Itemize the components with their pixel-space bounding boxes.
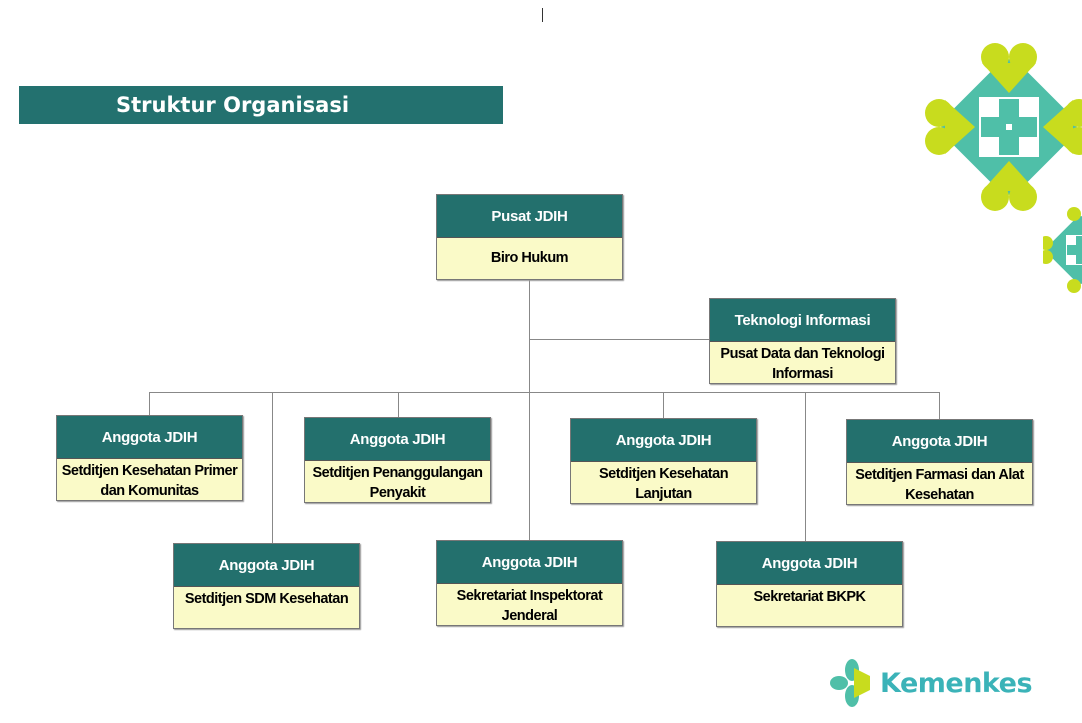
box-body: Setditjen SDM Kesehatan — [174, 586, 359, 628]
box-body: Setditjen Kesehatan Lanjutan — [571, 461, 756, 503]
box-body: Pusat Data dan Teknologi Informasi — [710, 341, 895, 383]
kemenkes-ornament-icon — [925, 43, 1082, 211]
box-header: Anggota JDIH — [717, 542, 902, 584]
box-header: Anggota JDIH — [437, 541, 622, 583]
org-box-member: Anggota JDIH Sekretariat BKPK — [716, 541, 903, 627]
connector-line — [805, 392, 806, 541]
box-header: Teknologi Informasi — [710, 299, 895, 341]
connector-line — [149, 392, 939, 393]
connector-line — [149, 392, 150, 415]
box-body: Biro Hukum — [437, 237, 622, 279]
org-box-member: Anggota JDIH Setditjen Kesehatan Lanjuta… — [570, 418, 757, 504]
box-header: Pusat JDIH — [437, 195, 622, 237]
box-body: Sekretariat BKPK — [717, 584, 902, 626]
connector-line — [529, 339, 709, 340]
box-body: Setditjen Farmasi dan Alat Kesehatan — [847, 462, 1032, 504]
connector-line — [663, 392, 664, 418]
box-header: Anggota JDIH — [174, 544, 359, 586]
box-header: Anggota JDIH — [847, 420, 1032, 462]
org-box-member: Anggota JDIH Setditjen SDM Kesehatan — [173, 543, 360, 629]
box-body: Setditjen Kesehatan Primer dan Komunitas — [57, 458, 242, 500]
kemenkes-ornament-small-icon — [1043, 207, 1082, 293]
kemenkes-logo: Kemenkes — [830, 658, 1033, 708]
connector-line — [272, 392, 273, 543]
connector-line — [398, 392, 399, 417]
box-header: Anggota JDIH — [305, 418, 490, 460]
org-box-member: Anggota JDIH Setditjen Farmasi dan Alat … — [846, 419, 1033, 505]
org-box-member: Anggota JDIH Setditjen Kesehatan Primer … — [56, 415, 243, 501]
kemenkes-logo-icon — [830, 659, 870, 707]
text-cursor — [542, 8, 543, 22]
connector-line — [529, 278, 530, 540]
org-box-pusat-jdih: Pusat JDIH Biro Hukum — [436, 194, 623, 280]
org-box-member: Anggota JDIH Sekretariat Inspektorat Jen… — [436, 540, 623, 626]
box-body: Setditjen Penanggulangan Penyakit — [305, 460, 490, 502]
box-header: Anggota JDIH — [57, 416, 242, 458]
org-box-teknologi-informasi: Teknologi Informasi Pusat Data dan Tekno… — [709, 298, 896, 384]
connector-line — [939, 392, 940, 419]
box-body: Sekretariat Inspektorat Jenderal — [437, 583, 622, 625]
org-box-member: Anggota JDIH Setditjen Penanggulangan Pe… — [304, 417, 491, 503]
page-title: Struktur Organisasi — [19, 86, 503, 124]
box-header: Anggota JDIH — [571, 419, 756, 461]
kemenkes-logo-text: Kemenkes — [880, 667, 1033, 699]
